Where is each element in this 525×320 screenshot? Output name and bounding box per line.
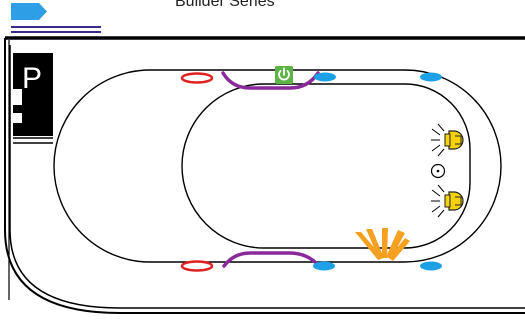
bridge-top [221,71,320,90]
page-title: Builder Series [175,0,275,10]
blue-sensor [313,261,335,271]
blue-sensor [420,261,442,271]
feather-cluster-icon [355,228,410,261]
blue-sensor [420,72,442,82]
outer-track [53,69,502,263]
blue-sensor [314,72,336,82]
light-bulb-icon [431,184,464,218]
bridge-bottom [222,251,322,269]
arrow-flag-icon [11,3,101,33]
red-ring [180,72,214,84]
light-bulb-icon [431,123,464,157]
parking-label: P [22,62,42,95]
target-icon [430,163,446,179]
inner-track [181,83,471,249]
power-icon [275,66,293,84]
red-ring [180,260,214,272]
parking-icon [13,53,53,144]
